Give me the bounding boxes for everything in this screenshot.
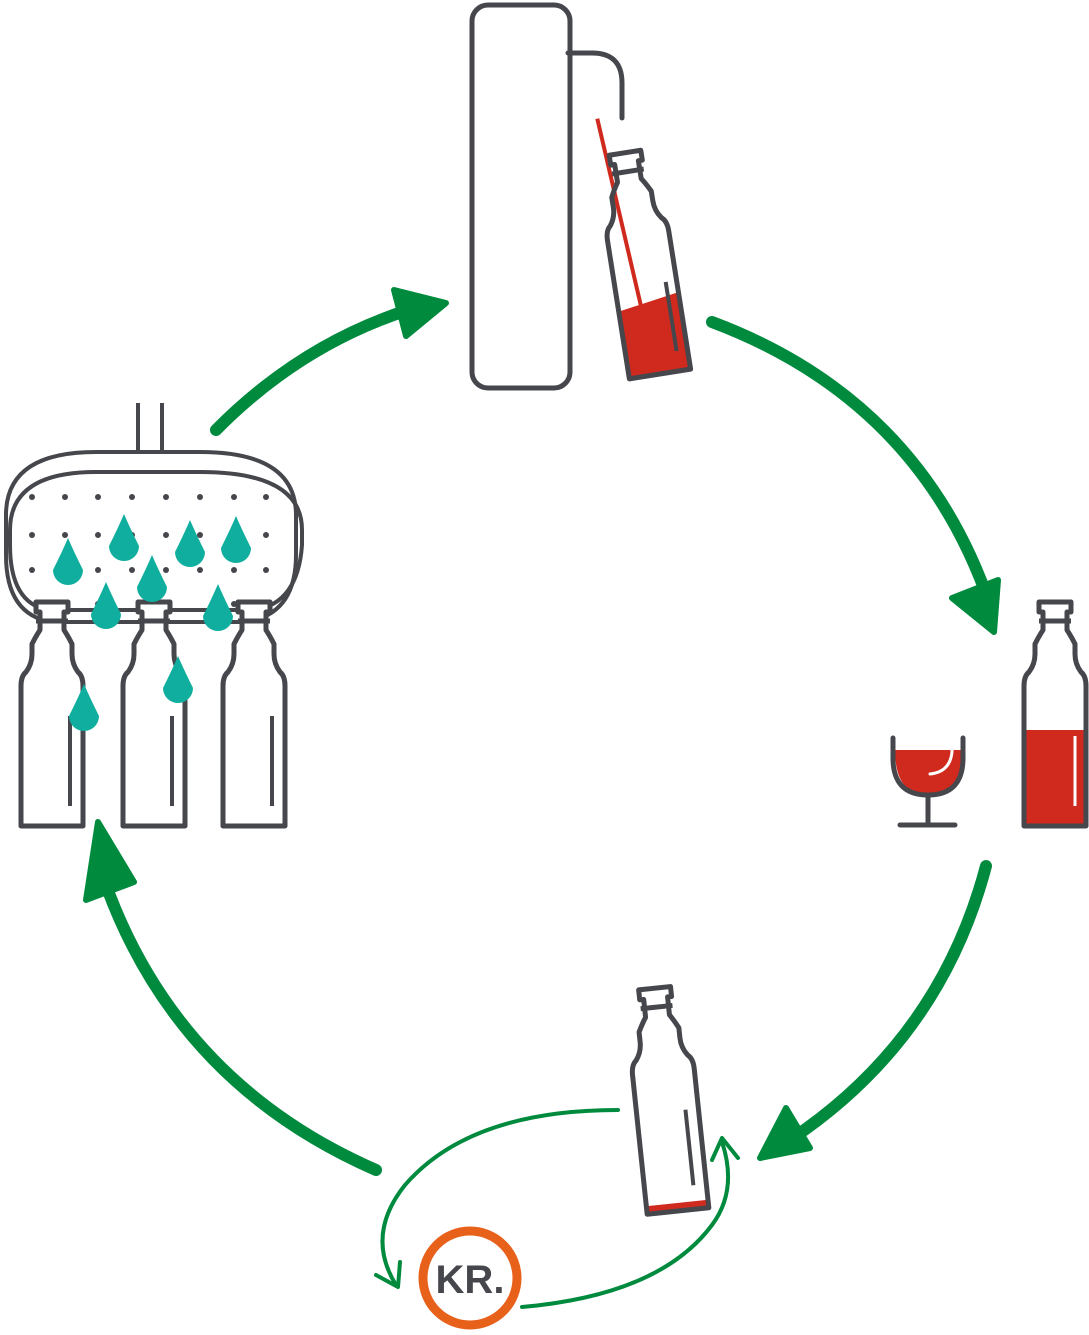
kr-badge: KR. [418, 1226, 522, 1330]
water-drop-icon [220, 516, 251, 564]
spray-dot [29, 532, 35, 538]
arrowhead-to-washing [83, 819, 137, 903]
spray-dot [163, 532, 169, 538]
water-drop-icon [137, 555, 167, 602]
filling-bottle-icon [588, 118, 690, 378]
spray-dot [263, 567, 269, 573]
loop-arrow-lower [520, 1140, 731, 1309]
cycle-arrowheads [83, 287, 1001, 1161]
water-drop-icon [53, 538, 83, 585]
spray-dot [197, 532, 203, 538]
loop-arrow-upper [380, 1108, 620, 1287]
spray-dot [129, 567, 135, 573]
spray-dot [197, 567, 203, 573]
spray-dot [197, 494, 203, 500]
arrowhead-to-filling [391, 287, 449, 339]
full-bottle-icon [1024, 602, 1086, 826]
washer-bottle-right [223, 602, 285, 826]
spray-dot [263, 532, 269, 538]
spray-dot [263, 494, 269, 500]
spray-dot [95, 494, 101, 500]
loop-arrowhead-lower [710, 1136, 740, 1162]
arrowhead-to-return [757, 1105, 813, 1161]
arrow-return-to-washing [94, 862, 382, 1176]
water-drop-icon [109, 514, 139, 561]
water-drop-icon [69, 684, 99, 731]
water-drop-icon [91, 582, 121, 629]
arrow-filling-to-consumption [706, 316, 996, 611]
cycle-arrows [94, 304, 996, 1176]
spray-dot [95, 532, 101, 538]
spray-dot [231, 567, 237, 573]
water-drop-icon [203, 584, 233, 631]
water-drop-icon [175, 520, 205, 567]
spray-dot [129, 494, 135, 500]
arrow-consumption-to-return [784, 860, 992, 1146]
spray-dot [62, 494, 68, 500]
wine-glass-icon [890, 735, 966, 828]
spray-dot [163, 567, 169, 573]
returned-bottle-icon [624, 985, 709, 1214]
spray-dot [29, 494, 35, 500]
arrow-washing-to-filling [210, 304, 414, 436]
water-drop-icon [163, 656, 193, 703]
washer-bottle-left [21, 602, 83, 826]
wine-glass-bottle-icon [890, 602, 1086, 828]
washer-bottles [21, 602, 285, 826]
spray-dot [29, 567, 35, 573]
washer-bottle-middle [123, 602, 185, 826]
circular-logo-icon [418, 1226, 522, 1330]
badge-label: KR. [436, 1258, 505, 1302]
washer-pipes [136, 403, 164, 452]
filling-machine-icon [469, 2, 625, 391]
bottle-washer-icon [3, 403, 304, 826]
spray-dot [231, 494, 237, 500]
return-loop-arrows [374, 1108, 740, 1309]
water-drops [53, 514, 251, 731]
loop-arrowhead-upper [374, 1260, 402, 1289]
spray-dot [62, 532, 68, 538]
spray-dot [163, 494, 169, 500]
arrowhead-to-consumption [949, 577, 1001, 635]
spray-dot [95, 567, 101, 573]
